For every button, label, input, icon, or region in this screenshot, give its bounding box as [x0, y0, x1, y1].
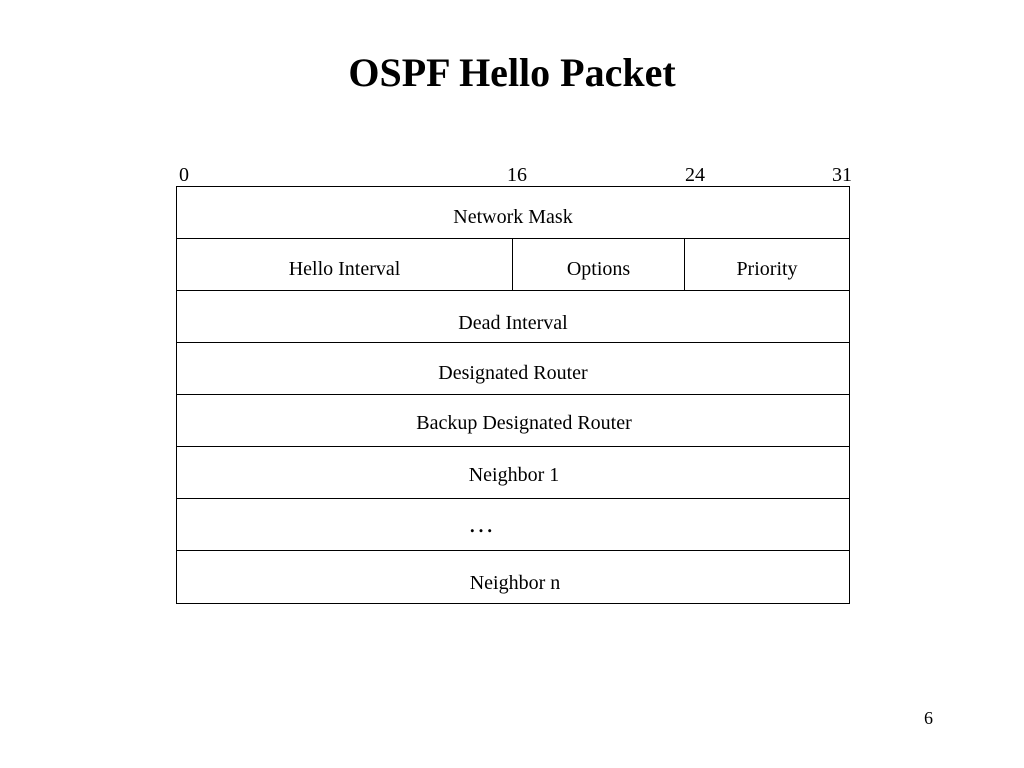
- bit-label-31: 31: [832, 164, 852, 186]
- priority-field: Priority: [736, 258, 798, 280]
- packet-diagram: Network Mask Hello Interval Options Prio…: [176, 186, 850, 604]
- bit-label-0: 0: [179, 164, 189, 186]
- row-backup-designated-router: Backup Designated Router: [177, 395, 849, 447]
- row-ellipsis: …: [177, 499, 849, 551]
- row-neighbor-1: Neighbor 1: [177, 447, 849, 499]
- hello-interval-field: Hello Interval: [288, 258, 401, 280]
- dead-interval-field: Dead Interval: [458, 312, 568, 334]
- bit-label-16: 16: [507, 164, 527, 186]
- designated-router-field: Designated Router: [438, 362, 588, 384]
- page-number: 6: [924, 708, 933, 728]
- row-dead-interval: Dead Interval: [177, 291, 849, 343]
- bit-label-24: 24: [685, 164, 705, 186]
- row-network-mask: Network Mask: [177, 187, 849, 239]
- row-designated-router: Designated Router: [177, 343, 849, 395]
- options-field: Options: [566, 258, 631, 280]
- network-mask-field: Network Mask: [453, 206, 573, 228]
- backup-designated-router-field: Backup Designated Router: [416, 412, 632, 434]
- neighbor-1-field: Neighbor 1: [468, 464, 560, 486]
- row-neighbor-n: Neighbor n: [177, 551, 849, 603]
- row-hello-options-priority: Hello Interval Options Priority: [177, 239, 849, 291]
- neighbor-n-field: Neighbor n: [469, 572, 561, 594]
- slide-title: OSPF Hello Packet: [348, 50, 676, 95]
- ellipsis-field: …: [468, 509, 496, 538]
- options-cell: Options: [513, 239, 685, 290]
- priority-cell: Priority: [685, 239, 849, 290]
- hello-interval-cell: Hello Interval: [177, 239, 513, 290]
